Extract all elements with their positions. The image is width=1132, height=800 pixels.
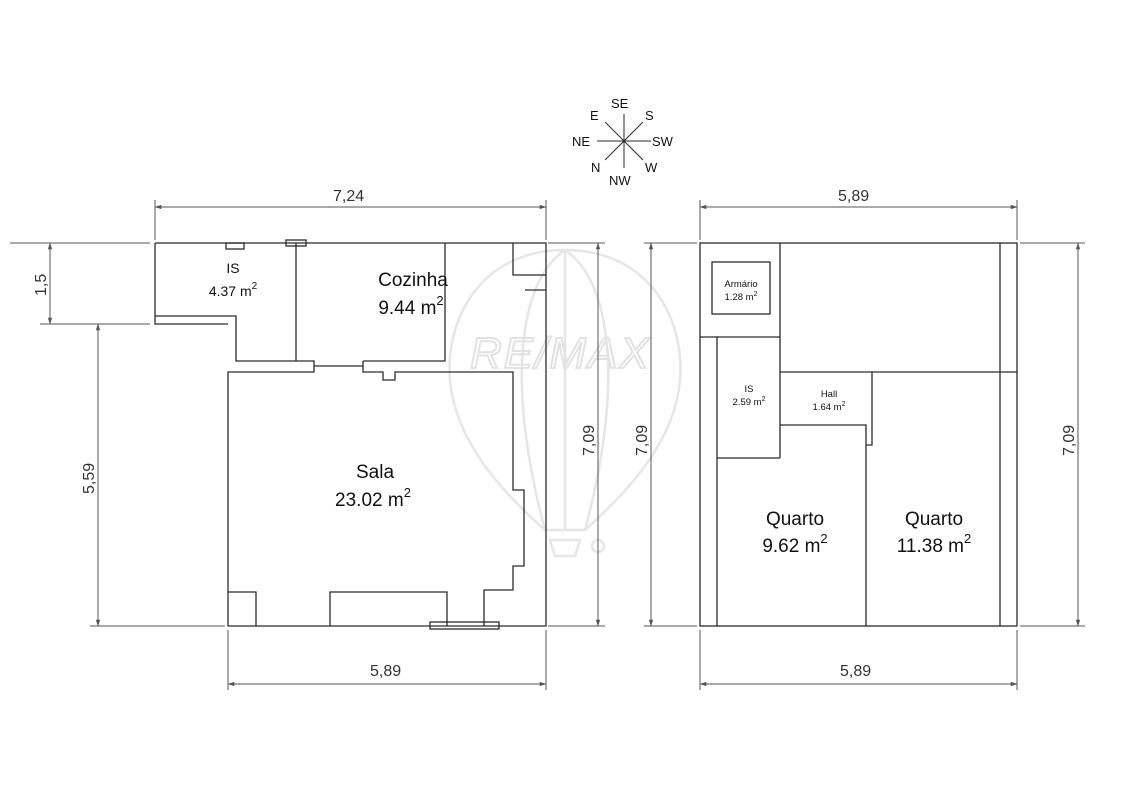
left-right-dimension: 7,09 [581,425,598,456]
compass-n-label: N [591,160,600,175]
compass-nw-label: NW [609,173,631,188]
compass-sw-label: SW [652,134,674,149]
right-right-dimension: 7,09 [1061,425,1078,456]
left-walls [154,239,547,630]
right-left-dimension: 7,09 [634,425,651,456]
left-bottom-dimension: 5,89 [370,663,401,680]
left-upper-dimension: 1,5 [33,274,50,296]
room-name-hall: Hall [821,389,837,400]
room-name-is-right: IS [745,384,754,395]
room-area-quarto-2: 11.38 m2 [897,531,971,557]
room-name-quarto-2: Quarto [905,509,963,530]
room-name-sala: Sala [356,462,394,483]
compass-w-label: W [645,160,658,175]
room-area-cozinha: 9.44 m2 [378,293,443,319]
compass-e-label: E [590,108,599,123]
compass-s-label: S [645,108,654,123]
left-dimensions: 7,24 5,89 1,5 5,59 7,09 [10,188,605,690]
watermark-text: RE/MAX [470,329,651,378]
room-name-cozinha: Cozinha [378,270,448,291]
right-walls [699,242,1018,627]
compass-rose: SE E S NE SW N W NW [572,96,674,188]
room-area-hall: 1.64 m2 [813,401,846,413]
left-floor-plan: 7,24 5,89 1,5 5,59 7,09 [10,188,605,690]
remax-watermark: RE/MAX [448,248,682,558]
left-lower-dimension: 5,59 [81,463,98,494]
room-name-is-left: IS [226,260,239,276]
right-floor-plan: 5,89 5,89 7,09 7,09 [634,188,1085,690]
room-area-is-left: 4.37 m2 [209,281,258,299]
room-area-quarto-1: 9.62 m2 [762,531,827,557]
room-name-quarto-1: Quarto [766,509,824,530]
right-top-dimension: 5,89 [838,188,869,205]
right-bottom-dimension: 5,89 [840,663,871,680]
room-name-armario: Armário [724,279,757,290]
room-area-armario: 1.28 m2 [725,291,758,303]
right-dimensions: 5,89 5,89 7,09 7,09 [634,188,1085,690]
room-area-sala: 23.02 m2 [335,485,411,511]
room-area-is-right: 2.59 m2 [733,396,766,408]
compass-se-label: SE [611,96,629,111]
compass-ne-label: NE [572,134,590,149]
left-top-dimension: 7,24 [333,188,364,205]
